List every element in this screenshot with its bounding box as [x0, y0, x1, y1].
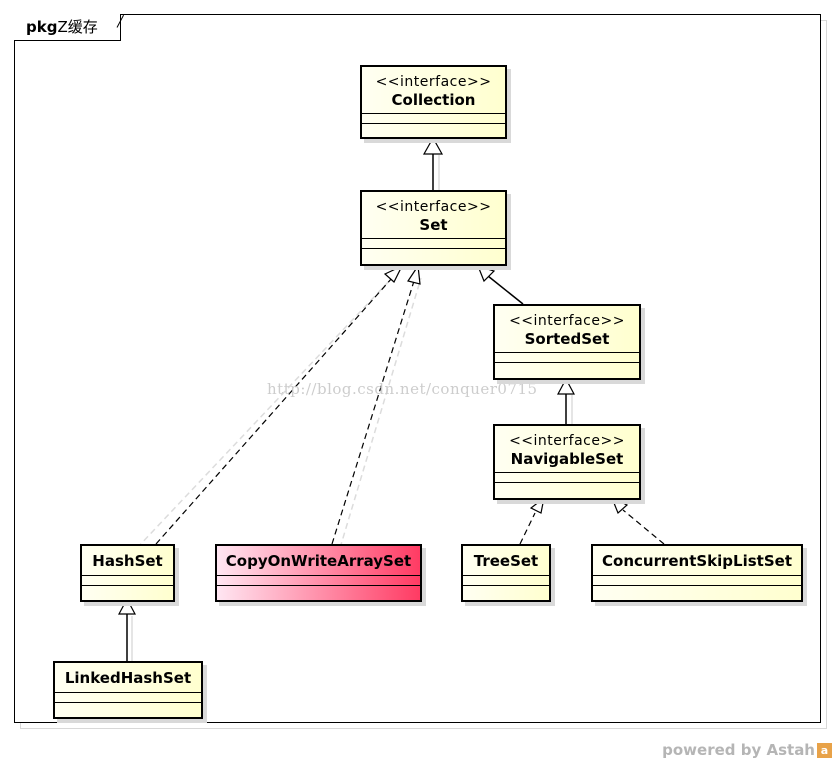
package-name: Z缓存 — [57, 17, 98, 36]
class-sortedset[interactable]: <<interface>> SortedSet — [493, 304, 641, 380]
hashset-name: HashSet — [92, 552, 163, 570]
edge-set-collection — [422, 136, 444, 190]
class-concurrentskiplistset[interactable]: ConcurrentSkipListSet — [591, 544, 803, 602]
edge-sortedset-set — [476, 265, 524, 305]
treeset-name: TreeSet — [473, 552, 539, 570]
class-treeset[interactable]: TreeSet — [461, 544, 551, 602]
edge-navigableset-sortedset — [557, 377, 575, 424]
package-tab[interactable]: pkgZ缓存 — [14, 13, 121, 41]
class-navigableset[interactable]: <<interface>> NavigableSet — [493, 424, 641, 500]
class-collection[interactable]: <<interface>> Collection — [360, 65, 507, 139]
edge-linkedhashset-hashset — [118, 597, 136, 661]
collection-stereotype: <<interface>> — [375, 74, 492, 90]
class-linkedhashset[interactable]: LinkedHashSet — [53, 661, 203, 719]
class-set[interactable]: <<interface>> Set — [360, 190, 507, 266]
class-copyonwritearrayset[interactable]: CopyOnWriteArraySet — [215, 544, 422, 602]
concurrentskiplistset-name: ConcurrentSkipListSet — [602, 552, 792, 570]
edge-treeset-navigableset — [519, 496, 545, 545]
astah-footer: powered by Astah a — [662, 741, 832, 759]
watermark: http://blog.csdn.net/conquer0715 — [267, 380, 538, 398]
edge-copyonwrite-set — [331, 264, 421, 545]
collection-name: Collection — [391, 91, 476, 109]
sortedset-name: SortedSet — [524, 330, 610, 348]
edge-hashset-set — [155, 264, 404, 545]
sortedset-stereotype: <<interface>> — [509, 313, 625, 329]
navigableset-name: NavigableSet — [510, 450, 624, 468]
linkedhashset-name: LinkedHashSet — [64, 669, 192, 687]
set-name: Set — [419, 216, 448, 234]
navigableset-stereotype: <<interface>> — [509, 433, 625, 449]
class-hashset[interactable]: HashSet — [80, 544, 175, 602]
footer-text: powered by Astah — [662, 741, 815, 759]
edge-concurrentskip-navigableset — [610, 496, 665, 545]
package-keyword: pkg — [26, 17, 58, 36]
copyonwritearrayset-name: CopyOnWriteArraySet — [225, 552, 412, 570]
set-stereotype: <<interface>> — [375, 199, 492, 215]
astah-logo-icon: a — [817, 742, 832, 758]
